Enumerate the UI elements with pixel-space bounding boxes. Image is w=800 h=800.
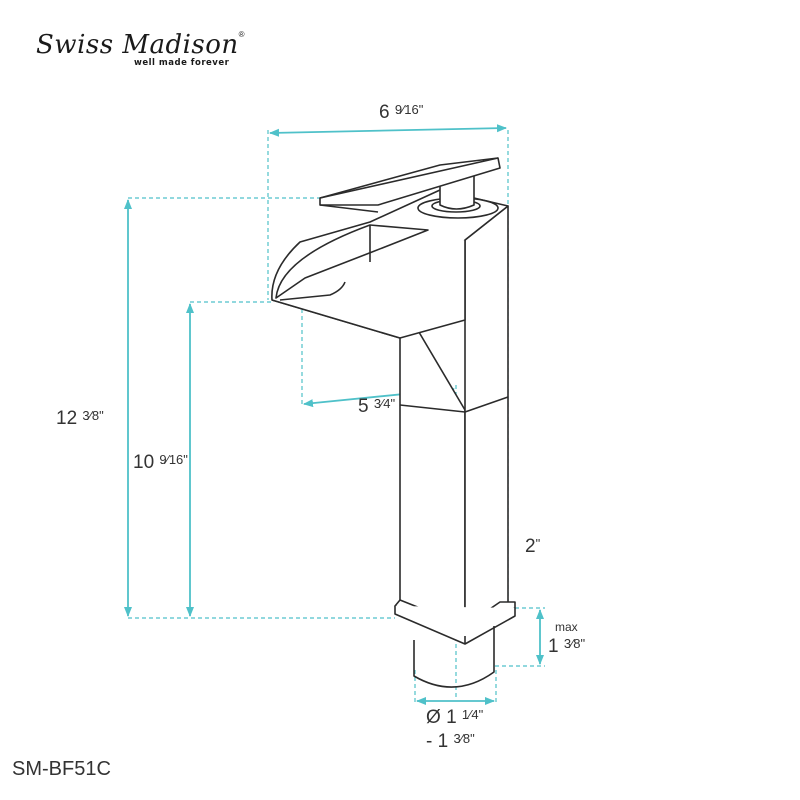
dim-hole-diameter: Ø 1 1⁄4" — [426, 707, 484, 728]
dim-overall-width: 6 9⁄16" — [379, 102, 424, 123]
dim-max-deck-thickness: 1 3⁄8" — [548, 636, 586, 657]
registered-mark: ® — [238, 30, 245, 39]
dim-max-label: max — [555, 620, 578, 634]
dim-spout-reach: 5 3⁄4" — [358, 396, 396, 417]
dim-hole-diameter-range: - 1 3⁄8" — [426, 731, 475, 752]
model-number: SM-BF51C — [12, 758, 111, 780]
faucet-outline — [271, 157, 516, 688]
dim-body-width: 2" — [525, 536, 541, 557]
brand-logo: Swiss Madison® well made forever — [36, 30, 245, 68]
brand-tagline: well made forever — [134, 58, 230, 68]
brand-name: Swiss Madison — [36, 30, 239, 60]
dimension-arrows — [124, 124, 544, 705]
dim-spout-height: 10 9⁄16" — [133, 452, 188, 473]
dim-overall-height: 12 3⁄8" — [56, 408, 104, 429]
